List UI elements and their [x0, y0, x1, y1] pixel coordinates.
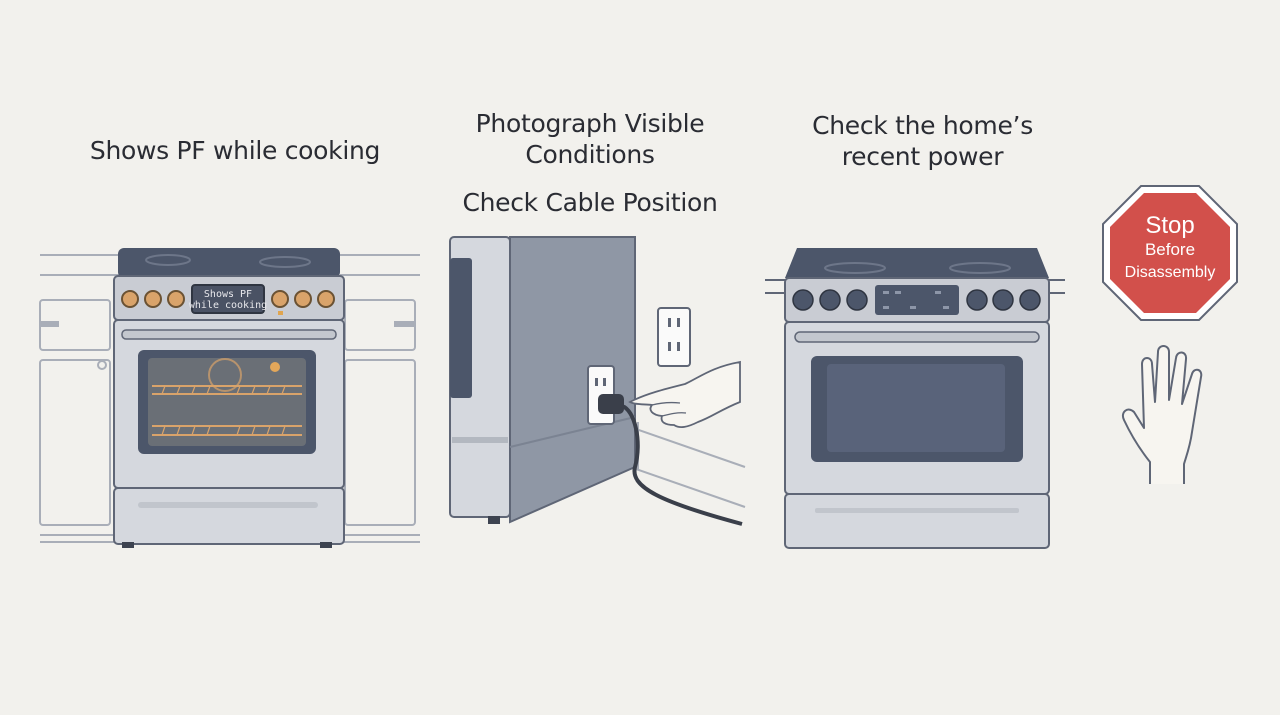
plug-icon [598, 394, 743, 526]
knobs-left [121, 290, 185, 308]
caption-shows-pf: Shows PF while cooking [89, 136, 381, 165]
caption-photograph-conditions: Photograph Visible Conditions [440, 108, 740, 170]
range-display [875, 285, 959, 315]
stop-sign-line1: Stop [1145, 212, 1194, 239]
caption-power-line1: Check the home’s [812, 111, 1033, 140]
cable-check-scene [449, 236, 746, 526]
display-line1: Shows PF [204, 289, 252, 300]
stove-icon: Shows PF while cooking [39, 248, 420, 548]
hand-icon [628, 360, 741, 429]
knobs-right [271, 290, 335, 308]
caption-photograph-line2: Conditions [525, 140, 655, 169]
oven-glow-icon [148, 358, 306, 446]
power-outlet-icon [657, 307, 691, 367]
range-knobs [792, 289, 1041, 311]
caption-power-line2: recent power [841, 142, 1004, 171]
stop-sign-line2: Before [1145, 240, 1195, 259]
caption-photograph-line1: Photograph Visible [475, 109, 705, 138]
display-line2: while cooking [189, 300, 267, 311]
stove-display [191, 284, 265, 314]
range-icon [765, 248, 1065, 549]
caption-check-power: Check the home’s recent power [790, 110, 1055, 172]
stop-sign-icon: Stop Before Disassembly [1102, 185, 1238, 321]
caption-check-cable: Check Cable Position [462, 188, 718, 217]
raised-hand-icon [1122, 345, 1203, 484]
stop-sign-line3: Disassembly [1125, 264, 1216, 281]
